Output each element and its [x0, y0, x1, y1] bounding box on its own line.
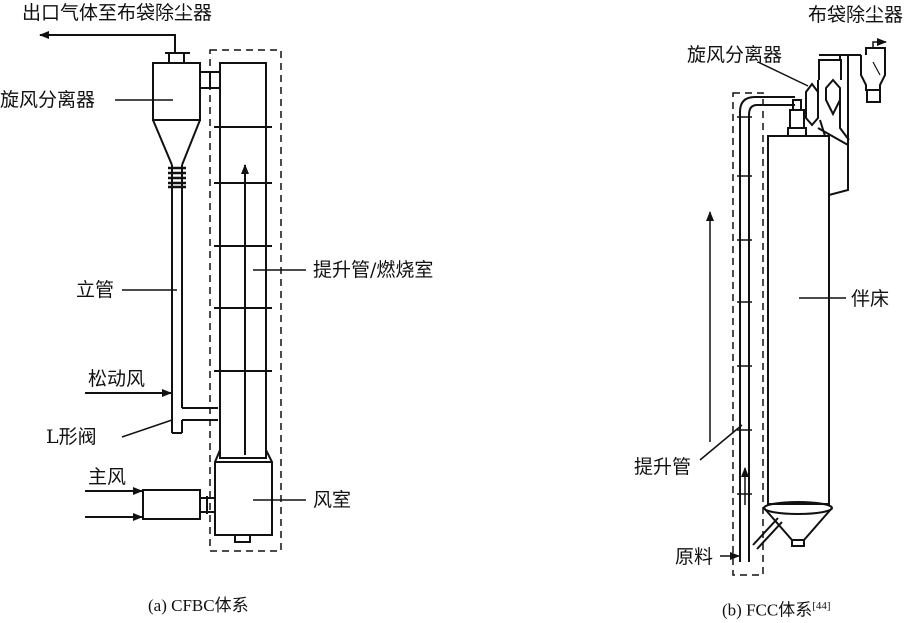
fcc-system [699, 38, 887, 576]
caption-fcc-text: (b) FCC体系 [722, 600, 813, 620]
hopper-cone [763, 507, 833, 547]
outlet-gas-line [39, 31, 176, 52]
cyclone-cone [152, 119, 201, 166]
label-main-air: 主风 [88, 466, 127, 488]
windbox-drain [234, 534, 251, 543]
l-valve-pipe [182, 407, 218, 421]
label-feed: 原料 [675, 546, 714, 568]
caption-cfbc: (a) CFBC体系 [148, 596, 249, 615]
companion-bed [767, 135, 830, 505]
label-fcc-cyclone: 旋风分离器 [687, 44, 783, 66]
riser-combustor [219, 62, 267, 459]
riser-dashed-boundary [209, 49, 282, 552]
label-cyclone: 旋风分离器 [0, 89, 96, 111]
label-outlet-gas: 出口气体至布袋除尘器 [22, 2, 213, 24]
primary-cyclone [805, 82, 819, 127]
return-leg [752, 517, 783, 550]
label-baghouse: 布袋除尘器 [808, 4, 904, 26]
label-standpipe: 立管 [76, 279, 115, 301]
riser-stage-marks [214, 126, 272, 372]
cyclone-ducts [817, 54, 861, 196]
expansion-joint [168, 166, 186, 189]
baghouse-exhaust-arrow [872, 38, 887, 48]
main-air-blower [142, 489, 201, 520]
fcc-riser [739, 96, 795, 562]
riser-top-disengager [787, 99, 807, 136]
label-riser-combustor: 提升管/燃烧室 [313, 259, 434, 281]
cfbc-system [39, 31, 306, 552]
cyclone-body [152, 62, 201, 121]
baghouse-leader [872, 61, 881, 76]
standpipe [171, 165, 183, 434]
baghouse-outlet [866, 89, 881, 103]
label-fcc-riser: 提升管 [634, 456, 692, 478]
label-l-valve: L形阀 [46, 426, 97, 448]
fcc-cyclone-leader [757, 61, 809, 87]
cyclone-outlet-pipe [168, 52, 185, 64]
label-aeration: 松动风 [88, 368, 146, 390]
secondary-cyclone [825, 78, 841, 117]
baghouse-body [860, 47, 886, 91]
fcc-riser-marks [737, 116, 752, 495]
riser-dashed-boundary-fcc [732, 92, 764, 576]
l-valve-leader [121, 419, 173, 438]
blower-duct [200, 496, 215, 514]
label-windbox: 风室 [313, 489, 352, 511]
caption-fcc: (b) FCC体系[44] [722, 596, 831, 621]
fcc-riser-leader [699, 424, 743, 461]
caption-fcc-ref: [44] [812, 600, 831, 612]
label-companion-bed: 伴床 [851, 288, 890, 310]
